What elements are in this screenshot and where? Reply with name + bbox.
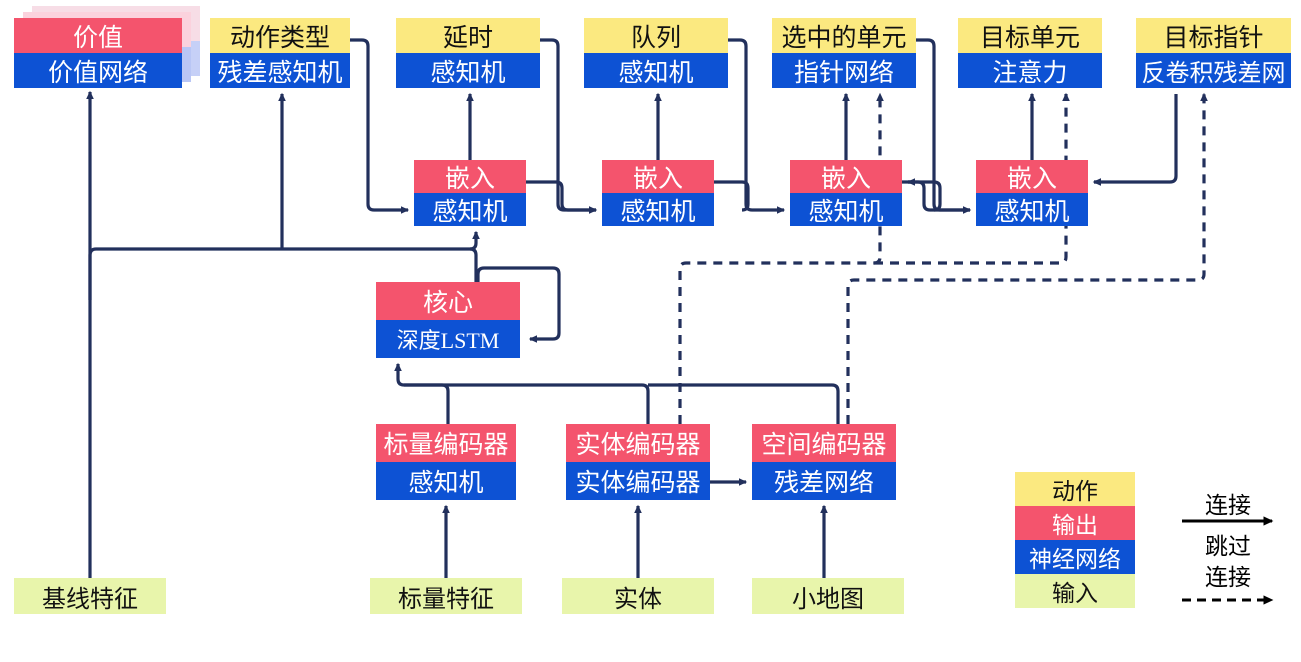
node-target_point-bottom-band: 反卷积残差网 (1136, 53, 1291, 88)
skip-spatialenc-to-targetpoint (846, 92, 1208, 424)
node-embed3-bottom-band: 感知机 (790, 193, 902, 226)
node-embed1-top-band: 嵌入 (414, 160, 526, 193)
node-embed3-top-band: 嵌入 (790, 160, 902, 193)
legend-output: 输出 (1015, 506, 1135, 540)
node-embed2[interactable]: 嵌入感知机 (602, 160, 714, 226)
wire-targetpoint-to-embed4 (1092, 94, 1178, 186)
legend-input: 输入 (1015, 574, 1135, 608)
node-delay-bottom-band: 感知机 (396, 53, 540, 88)
skip-entityenc-to-selectedunits (678, 92, 884, 424)
node-embed2-top-band: 嵌入 (602, 160, 714, 193)
node-target_unit[interactable]: 目标单元注意力 (958, 18, 1102, 88)
node-embed3[interactable]: 嵌入感知机 (790, 160, 902, 226)
node-value[interactable]: 价值价值网络 (14, 18, 182, 88)
wire-scalarenc-to-core (394, 362, 450, 424)
wire-embed3-rail (908, 180, 942, 212)
node-entity_enc-bottom-band: 实体编码器 (566, 462, 710, 500)
node-embed1-bottom-band: 感知机 (414, 193, 526, 226)
node-action_type-top-band: 动作类型 (210, 18, 350, 53)
wire-core-to-embed1 (469, 230, 480, 251)
legend-swatches: 动作输出神经网络输入 (1015, 472, 1135, 608)
node-spatial_enc[interactable]: 空间编码器残差网络 (752, 424, 896, 500)
node-value-top-band: 价值 (14, 18, 182, 53)
node-spatial_enc-bottom-band: 残差网络 (752, 462, 896, 500)
node-core[interactable]: 核心深度LSTM (376, 282, 520, 358)
node-queue-bottom-band: 感知机 (584, 53, 728, 88)
input-scalar_features[interactable]: 标量特征 (370, 578, 522, 614)
input-baseline_features[interactable]: 基线特征 (14, 578, 166, 614)
node-embed4[interactable]: 嵌入感知机 (976, 160, 1088, 226)
node-value-bottom-band: 价值网络 (14, 53, 182, 88)
node-entity_enc[interactable]: 实体编码器实体编码器 (566, 424, 710, 500)
node-target_point[interactable]: 目标指针反卷积残差网 (1136, 18, 1291, 88)
node-selected_units[interactable]: 选中的单元指针网络 (772, 18, 916, 88)
node-queue[interactable]: 队列感知机 (584, 18, 728, 88)
node-target_unit-bottom-band: 注意力 (958, 53, 1102, 88)
node-embed1[interactable]: 嵌入感知机 (414, 160, 526, 226)
legend-network: 神经网络 (1015, 540, 1135, 574)
input-minimap[interactable]: 小地图 (752, 578, 904, 614)
legend-skip-label-line1: 跳过 (1205, 534, 1251, 559)
node-delay[interactable]: 延时感知机 (396, 18, 540, 88)
node-embed4-bottom-band: 感知机 (976, 193, 1088, 226)
legend: 动作输出神经网络输入 (1015, 472, 1135, 608)
node-selected_units-top-band: 选中的单元 (772, 18, 916, 53)
legend-connection-label: 连接 (1205, 493, 1251, 518)
node-action_type[interactable]: 动作类型残差感知机 (210, 18, 350, 88)
wire-embed3-to-embed4-chain (902, 180, 972, 214)
node-embed4-top-band: 嵌入 (976, 160, 1088, 193)
node-target_point-top-band: 目标指针 (1136, 18, 1291, 53)
wire-entityenc-to-core (404, 383, 650, 424)
legend-skip-label-line2: 连接 (1205, 565, 1251, 590)
node-action_type-bottom-band: 残差感知机 (210, 53, 350, 88)
wire-spatialenc-to-core (648, 383, 840, 424)
node-queue-top-band: 队列 (584, 18, 728, 53)
node-core-bottom-band: 深度LSTM (376, 320, 520, 358)
legend-action: 动作 (1015, 472, 1135, 506)
node-target_unit-top-band: 目标单元 (958, 18, 1102, 53)
node-selected_units-bottom-band: 指针网络 (772, 53, 916, 88)
node-scalar_enc-top-band: 标量编码器 (376, 424, 516, 462)
wire-embed1-to-embed2-chain (526, 180, 598, 214)
node-delay-top-band: 延时 (396, 18, 540, 53)
node-spatial_enc-top-band: 空间编码器 (752, 424, 896, 462)
node-core-top-band: 核心 (376, 282, 520, 320)
wire-embed2-rail (714, 180, 750, 212)
node-entity_enc-top-band: 实体编码器 (566, 424, 710, 462)
input-entities[interactable]: 实体 (562, 578, 714, 614)
node-embed2-bottom-band: 感知机 (602, 193, 714, 226)
node-scalar_enc[interactable]: 标量编码器感知机 (376, 424, 516, 500)
node-scalar_enc-bottom-band: 感知机 (376, 462, 516, 500)
